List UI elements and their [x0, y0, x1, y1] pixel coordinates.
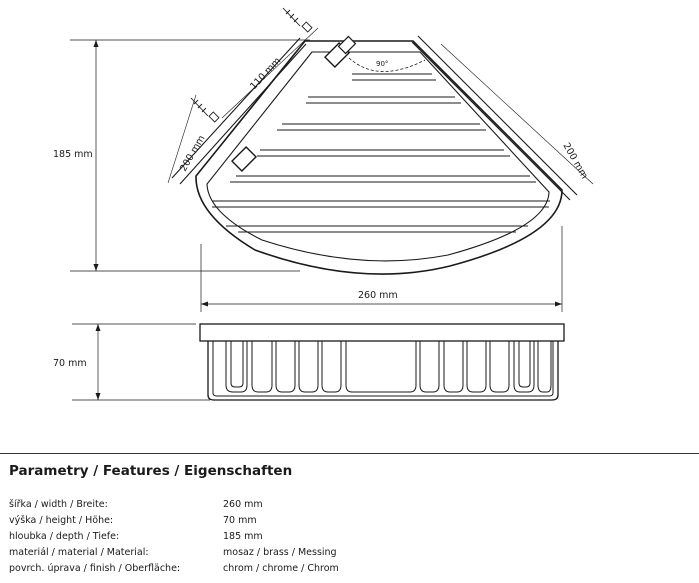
width-arrow-right [555, 301, 562, 307]
front-basket-inner [212, 341, 554, 397]
screw-thread [289, 13, 295, 19]
rod [537, 341, 552, 393]
front-view [72, 323, 565, 401]
left-wall-tube-a [171, 37, 301, 179]
rod [518, 341, 531, 388]
basket-inner-frame [206, 51, 550, 262]
rod [443, 341, 464, 393]
wall-plug [301, 21, 313, 33]
spec-label: materiál / material / Material: [9, 547, 149, 558]
spec-row: materiál / material / Material: mosaz / b… [9, 545, 339, 561]
spec-value: 260 mm [223, 499, 263, 510]
rod [345, 341, 417, 393]
section-divider [0, 453, 699, 454]
side-dim-left [167, 94, 197, 184]
technical-drawing: 185 mm 260 mm 200 mm 200 mm 110 mm 90° [53, 7, 594, 401]
spec-label: šířka / width / Breite: [9, 499, 108, 510]
spacing-dim [221, 27, 319, 119]
rod [225, 341, 248, 393]
spec-label: hloubka / depth / Tiefe: [9, 531, 120, 542]
spec-value: 70 mm [223, 515, 257, 526]
rod [230, 341, 244, 388]
spec-value: mosaz / brass / Messing [223, 547, 337, 558]
angle-arc [348, 57, 426, 72]
spec-row: šířka / width / Breite: 260 mm [9, 497, 339, 513]
features-title: Parametry / Features / Eigenschaften [9, 463, 293, 479]
spec-table-body: šířka / width / Breite: 260 mm výška / hei… [9, 497, 339, 577]
height-arrow-top [95, 324, 101, 331]
height-dimension-label: 70 mm [53, 358, 87, 369]
spec-value: 185 mm [223, 531, 263, 542]
wall-plug [208, 111, 220, 123]
spec-table: šířka / width / Breite: 260 mm výška / hei… [9, 497, 339, 577]
rod [419, 341, 440, 393]
side-right-dimension-label: 200 mm [560, 141, 589, 181]
spec-row: výška / height / Höhe: 70 mm [9, 513, 339, 529]
mount-bracket-lower [230, 145, 258, 173]
front-rods [225, 341, 552, 393]
mount-bracket-top [337, 35, 357, 55]
width-dimension-label: 260 mm [358, 290, 398, 301]
rod [489, 341, 510, 393]
basket-outer-frame [195, 40, 563, 275]
height-arrow-bottom [95, 393, 101, 400]
rod [321, 341, 342, 393]
screw-thread [285, 9, 291, 15]
depth-arrow-bottom [93, 264, 99, 271]
side-dim-right [440, 43, 594, 185]
rod [466, 341, 487, 393]
depth-dimension-label: 185 mm [53, 149, 93, 160]
rod [275, 341, 296, 393]
front-rim [199, 323, 565, 342]
left-wall-tube-b [179, 43, 307, 185]
spec-label: výška / height / Höhe: [9, 515, 114, 526]
right-wall-tube-b [411, 41, 571, 201]
rod [298, 341, 319, 393]
rod [513, 341, 535, 393]
screw-thread [197, 103, 203, 109]
rod [251, 341, 273, 393]
screw-upper [282, 7, 313, 33]
grate-bars [212, 73, 550, 233]
spec-label: povrch. úprava / finish / Oberfläche: [9, 563, 181, 574]
screw-thread [193, 99, 199, 105]
depth-arrow-top [93, 40, 99, 47]
top-view [70, 7, 594, 312]
width-arrow-left [201, 301, 208, 307]
screw-thread [293, 17, 299, 23]
screw-lower [190, 97, 220, 123]
spec-row: hloubka / depth / Tiefe: 185 mm [9, 529, 339, 545]
front-basket-outline [207, 341, 559, 401]
spec-value: chrom / chrome / Chrom [223, 563, 339, 574]
screw-thread [201, 107, 207, 113]
spec-row: povrch. úprava / finish / Oberfläche: chr… [9, 561, 339, 577]
right-wall-tube-a [417, 35, 578, 196]
angle-label: 90° [376, 60, 388, 68]
